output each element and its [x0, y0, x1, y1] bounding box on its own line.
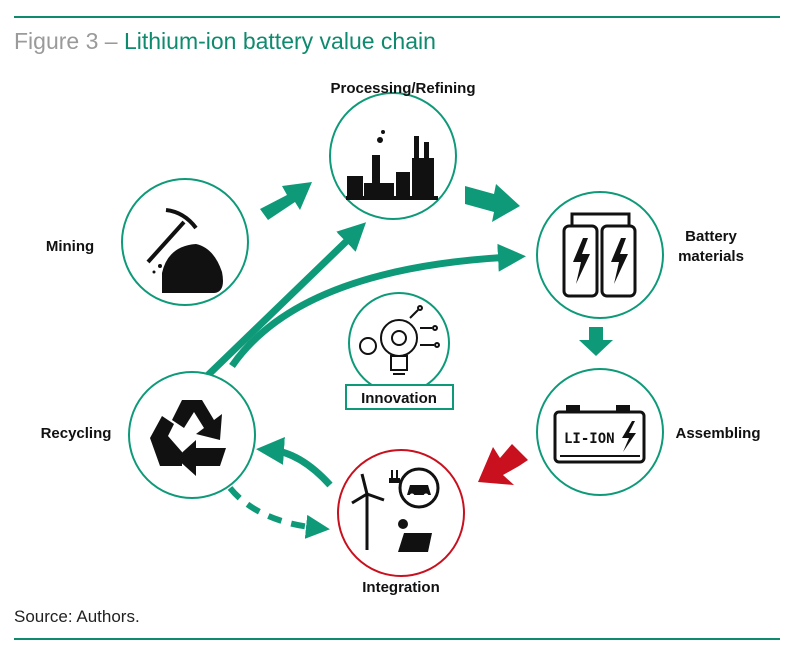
battery-materials-node: [536, 191, 664, 319]
integration-node: [337, 449, 465, 577]
assembling-node: LI-ION: [536, 368, 664, 496]
arrow-recycling-to-integration-dashed: [227, 486, 330, 539]
factory-icon: [346, 130, 438, 200]
battery-cells-icon: [562, 212, 637, 298]
integration-label: Integration: [362, 579, 440, 596]
recycling-node: [128, 371, 256, 499]
lightbulb-gear-icon: [359, 305, 440, 375]
source-note: Source: Authors.: [14, 607, 140, 626]
mining-label: Mining: [46, 238, 94, 255]
recycle-icon: [150, 400, 226, 476]
top-rule: [14, 16, 780, 18]
wind-solar-ev-icon: [351, 467, 440, 552]
processing-node: [329, 92, 457, 220]
arrow-assembling-to-integration: [478, 444, 528, 485]
li-ion-battery-icon: LI-ION: [553, 405, 646, 464]
bottom-rule: [14, 638, 780, 640]
arrow-battery-to-assembling: [579, 327, 613, 356]
figure-title: Figure 3 – Lithium-ion battery value cha…: [14, 28, 436, 55]
pickaxe-icon: [146, 208, 223, 293]
innovation-label: Innovation: [361, 390, 437, 407]
processing-label: Processing/Refining: [330, 80, 475, 97]
arrow-mining-to-processing: [260, 182, 312, 220]
li-ion-text: LI-ION: [564, 431, 615, 447]
arrow-recycling-to-processing: [204, 222, 367, 379]
figure-title-text: Lithium-ion battery value chain: [123, 28, 436, 54]
arrow-processing-to-battery: [465, 184, 520, 222]
arrow-recycling-to-battery: [229, 243, 526, 368]
innovation-node: Innovation: [345, 292, 454, 410]
arrow-integration-to-recycling: [256, 436, 333, 488]
mining-node: [121, 178, 249, 306]
recycling-label: Recycling: [41, 425, 112, 442]
innovation-box: [345, 384, 454, 410]
title-separator: –: [98, 28, 124, 54]
battery-materials-label-line2: materials: [678, 248, 744, 265]
figure-number: Figure 3: [14, 28, 99, 54]
battery-materials-label-line1: Battery: [685, 228, 737, 245]
assembling-label: Assembling: [675, 425, 760, 442]
